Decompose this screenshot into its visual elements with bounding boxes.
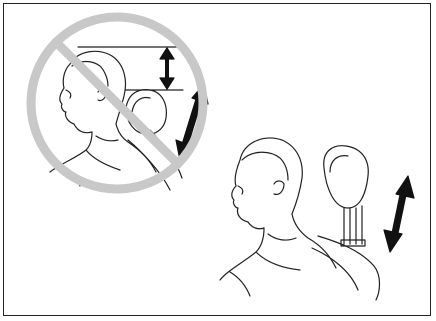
clearance-double-arrow-icon	[160, 48, 174, 89]
headrest-posts	[344, 206, 362, 244]
correct-man-body	[220, 214, 336, 296]
correct-double-arrow-icon	[384, 176, 414, 252]
correct-posture-scene	[220, 138, 414, 300]
prohibition-sign-icon	[31, 17, 203, 189]
correct-headrest	[324, 146, 369, 208]
correct-seat-back	[312, 236, 380, 300]
